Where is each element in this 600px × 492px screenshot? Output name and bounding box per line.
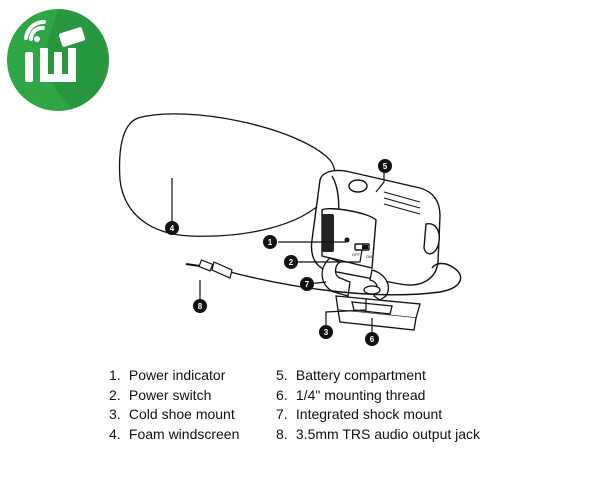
callout-7: 7 [300, 277, 314, 291]
callout-6: 6 [365, 332, 379, 346]
callout-1: 1 [263, 235, 277, 249]
legend-item-battery-compartment: 5. Battery compartment [276, 367, 426, 383]
legend-item-audio-jack: 8. 3.5mm TRS audio output jack [276, 425, 481, 442]
trs-plug [185, 259, 233, 279]
svg-text:7: 7 [305, 280, 310, 289]
callout-3: 3 [319, 325, 333, 339]
legend-left: 1. Power indicator 2. Power switch 3. Co… [109, 366, 239, 444]
svg-text:2: 2 [289, 258, 294, 267]
legend-item-foam-windscreen: 4. Foam windscreen [109, 425, 240, 442]
svg-text:5: 5 [383, 162, 388, 171]
microphone-body [310, 169, 441, 286]
legend-item-power-switch: 2. Power switch [109, 386, 212, 403]
legend-item-mounting-thread: 6. 1/4" mounting thread [276, 386, 426, 403]
legend-item-cold-shoe-mount: 3. Cold shoe mount [109, 406, 235, 422]
svg-text:4: 4 [170, 224, 175, 233]
svg-text:3: 3 [324, 328, 329, 337]
callout-4: 4 [165, 221, 179, 235]
shock-mount [321, 257, 421, 331]
svg-text:8: 8 [198, 302, 203, 311]
legend-right: 5. Battery compartment 6. 1/4" mounting … [276, 366, 480, 444]
svg-text:6: 6 [370, 335, 375, 344]
legend-item-shock-mount: 7. Integrated shock mount [276, 406, 443, 422]
leader-lines [171, 170, 385, 338]
switch-on-label: ON [366, 254, 372, 259]
callout-5: 5 [378, 159, 392, 173]
switch-off-label: OFF [352, 252, 361, 257]
svg-text:1: 1 [268, 238, 273, 247]
foam-windscreen [118, 113, 336, 237]
callout-2: 2 [284, 255, 298, 269]
callout-8: 8 [193, 299, 207, 313]
legend-item-power-indicator: 1. Power indicator [109, 367, 226, 383]
brand-logo [7, 9, 109, 111]
